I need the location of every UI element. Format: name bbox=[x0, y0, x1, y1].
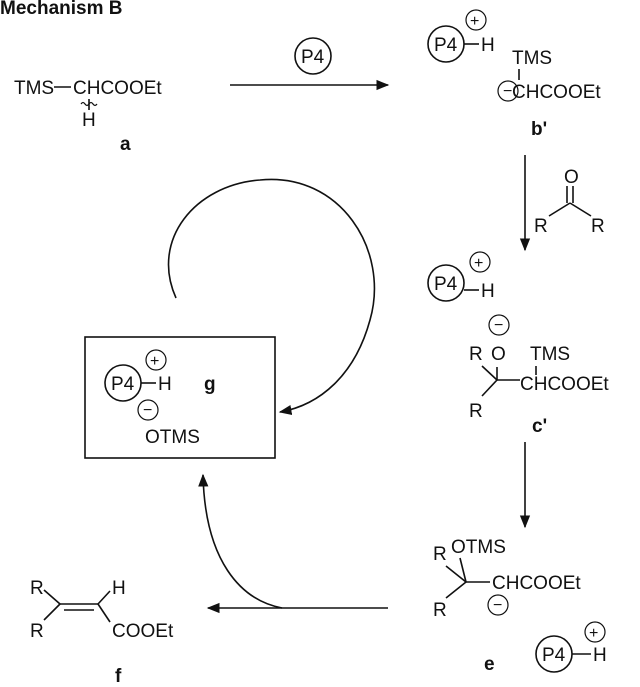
c-r-bond bbox=[481, 365, 498, 381]
e-ester: CHCOOEt bbox=[492, 573, 581, 594]
compound-e: R OTMS CHCOOEt R − e P4 + H bbox=[433, 537, 607, 675]
diagram-title: Mechanism B bbox=[0, 0, 122, 19]
compound-b-prime: P4 + H TMS − CHCOOEt b' bbox=[427, 9, 601, 140]
plus-sign: + bbox=[589, 625, 598, 642]
ketone-o: O bbox=[564, 167, 579, 188]
g-h: H bbox=[158, 374, 172, 395]
a-h: H bbox=[82, 110, 96, 131]
label-g: g bbox=[204, 374, 216, 395]
compound-a: TMS CHCOOEt H a bbox=[14, 78, 162, 155]
f-h-bond bbox=[97, 590, 111, 605]
compound-f: R R H COOEt f bbox=[30, 578, 174, 687]
b-tms: TMS bbox=[512, 48, 552, 69]
e-h: H bbox=[593, 645, 607, 666]
c-h: H bbox=[481, 281, 495, 302]
e-r-bond bbox=[445, 565, 467, 583]
reagent-p4-top: P4 bbox=[294, 37, 332, 75]
b-ester: CHCOOEt bbox=[512, 82, 601, 103]
plus-charge-icon bbox=[465, 9, 487, 31]
ketone-r1: R bbox=[534, 216, 548, 237]
f-r-bond bbox=[43, 589, 61, 605]
minus-charge-icon bbox=[487, 594, 509, 616]
minus-sign: − bbox=[143, 402, 152, 419]
b-h: H bbox=[481, 35, 495, 56]
label-b-prime: b' bbox=[531, 119, 547, 140]
minus-sign: − bbox=[494, 317, 503, 334]
p4-label: P4 bbox=[111, 374, 135, 395]
c-r2: R bbox=[469, 401, 483, 422]
p4-label: P4 bbox=[301, 47, 325, 68]
c-r-bond bbox=[481, 379, 498, 397]
catalytic-cycle-arrow bbox=[167, 178, 376, 416]
c-ester: CHCOOEt bbox=[520, 374, 609, 395]
minus-sign: − bbox=[503, 83, 512, 100]
p4-label: P4 bbox=[542, 645, 566, 666]
plus-sign: + bbox=[150, 353, 159, 370]
p4-label: P4 bbox=[434, 35, 458, 56]
regeneration-arrow bbox=[198, 473, 283, 609]
plus-sign: + bbox=[470, 13, 479, 30]
label-c-prime: c' bbox=[532, 416, 547, 437]
box-g bbox=[84, 336, 276, 459]
ketone-r2: R bbox=[591, 216, 605, 237]
c-o: O bbox=[491, 344, 506, 365]
f-ester: COOEt bbox=[112, 621, 174, 642]
f-r1: R bbox=[30, 578, 44, 599]
a-tms: TMS bbox=[14, 78, 54, 99]
p4-label: P4 bbox=[434, 274, 458, 295]
plus-sign: + bbox=[474, 255, 483, 272]
plus-charge-icon bbox=[469, 251, 491, 273]
e-r-bond bbox=[445, 581, 467, 599]
minus-charge-icon bbox=[488, 314, 510, 336]
label-f: f bbox=[115, 666, 122, 687]
label-a: a bbox=[120, 134, 131, 155]
compound-c-prime: P4 + H − R O TMS CHCOOEt R c' bbox=[427, 251, 609, 437]
e-r1: R bbox=[433, 544, 447, 565]
f-h: H bbox=[112, 578, 126, 599]
e-otms: OTMS bbox=[451, 537, 506, 558]
g-otms: OTMS bbox=[145, 427, 200, 448]
c-r1: R bbox=[469, 344, 483, 365]
c-tms: TMS bbox=[530, 344, 570, 365]
minus-sign: − bbox=[493, 597, 502, 614]
e-o-bond bbox=[459, 557, 467, 583]
plus-charge-icon bbox=[584, 621, 606, 643]
compound-g: P4 + H g − OTMS bbox=[104, 349, 216, 448]
label-e: e bbox=[484, 654, 495, 675]
ketone-r-bond bbox=[548, 202, 571, 217]
f-r-bond bbox=[43, 603, 61, 621]
f-ester-bond bbox=[97, 603, 111, 623]
a-wavy-bond bbox=[80, 101, 98, 107]
minus-charge-icon bbox=[497, 80, 519, 102]
f-r2: R bbox=[30, 621, 44, 642]
ketone-r-bond bbox=[569, 202, 592, 217]
p4-circle bbox=[427, 264, 465, 302]
plus-charge-icon bbox=[145, 349, 167, 371]
ketone-reagent: O R R bbox=[534, 167, 605, 237]
e-r2: R bbox=[433, 600, 447, 621]
a-main: CHCOOEt bbox=[73, 78, 162, 99]
p4-circle bbox=[294, 37, 332, 75]
minus-charge-icon bbox=[137, 399, 159, 421]
